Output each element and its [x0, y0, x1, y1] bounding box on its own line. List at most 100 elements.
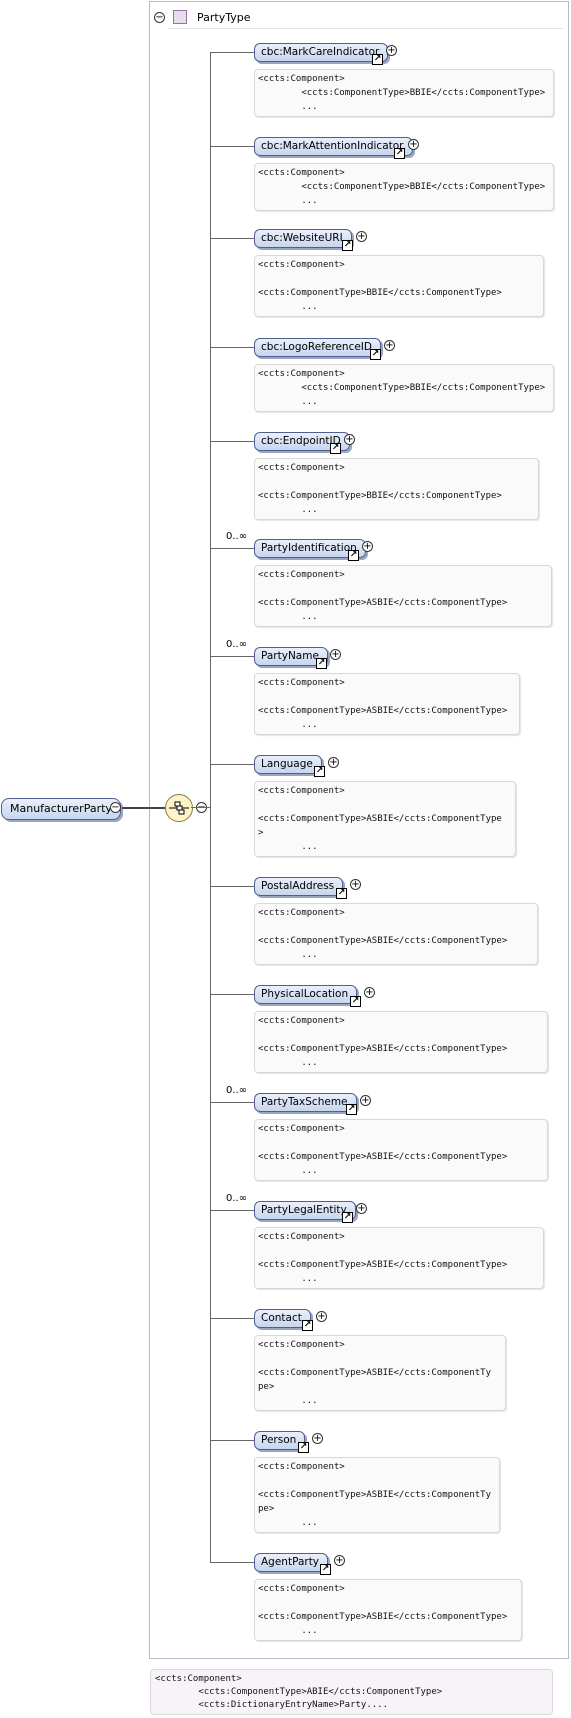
occurrence-label: 0..∞ [226, 531, 248, 542]
type-collapse-button[interactable]: − [154, 11, 165, 23]
element-annotation: <ccts:Component> <ccts:ComponentType>ASB… [254, 903, 538, 965]
annotation-line: ... [258, 842, 318, 852]
annotation-line: <ccts:Component> [258, 1462, 345, 1472]
occurrence-label: 0..∞ [226, 1085, 248, 1096]
annotation-line: ... [258, 302, 318, 312]
annotation-line: ... [258, 1626, 318, 1636]
element-node[interactable]: PartyName [254, 647, 328, 666]
sequence-icon [169, 801, 189, 815]
element-branch [210, 238, 254, 239]
root-collapse-button[interactable]: − [110, 802, 121, 813]
annotation-line: <ccts:ComponentType>BBIE</ccts:Component… [258, 491, 502, 501]
occurrence-label: 0..∞ [226, 639, 248, 650]
annotation-line: <ccts:Component> [258, 168, 345, 178]
expand-button[interactable]: + [316, 1311, 327, 1322]
reference-arrow-icon: ↗ [370, 349, 381, 360]
element-annotation: <ccts:Component> <ccts:ComponentType>BBI… [254, 163, 554, 211]
sequence-compositor-icon[interactable] [165, 794, 193, 822]
expand-button[interactable]: + [364, 987, 375, 998]
element-node[interactable]: Language [254, 755, 322, 774]
element-node[interactable]: cbc:MarkCareIndicator [254, 43, 389, 62]
root-element-node[interactable]: ManufacturerParty [1, 798, 121, 820]
element-node[interactable]: cbc:MarkAttentionIndicator [254, 137, 413, 156]
element-annotation: <ccts:Component> <ccts:ComponentType>ASB… [254, 1335, 506, 1411]
expand-button[interactable]: + [360, 1095, 371, 1106]
element-node[interactable]: PartyIdentification [254, 539, 366, 558]
element-node[interactable]: Contact [254, 1309, 311, 1328]
reference-arrow-icon: ↗ [330, 443, 341, 454]
type-annotation: <ccts:Component> <ccts:ComponentType>ABI… [150, 1669, 553, 1715]
element-node[interactable]: PartyLegalEntity [254, 1201, 356, 1220]
annotation-line: <ccts:Component> [258, 369, 345, 379]
annotation-line: <ccts:ComponentType>BBIE</ccts:Component… [258, 383, 546, 393]
expand-button[interactable]: + [350, 879, 361, 890]
reference-arrow-icon: ↗ [372, 54, 383, 65]
element-node[interactable]: PostalAddress [254, 877, 344, 896]
annotation-line: <ccts:Component> [258, 570, 345, 580]
expand-button[interactable]: + [328, 757, 339, 768]
element-node[interactable]: cbc:LogoReferenceID [254, 338, 381, 357]
reference-arrow-icon: ↗ [342, 240, 353, 251]
element-node[interactable]: PartyTaxScheme [254, 1093, 357, 1112]
annotation-line: ... [258, 505, 318, 515]
element-node[interactable]: AgentParty [254, 1553, 329, 1572]
annotation-line [258, 582, 548, 596]
annotation-line: <ccts:ComponentType>ASBIE</ccts:Componen… [258, 1044, 508, 1054]
element-annotation: <ccts:Component> <ccts:ComponentType>ASB… [254, 1011, 548, 1073]
annotation-line: pe> [258, 1382, 275, 1392]
annotation-line [258, 798, 512, 812]
annotation-line: <ccts:ComponentType>ASBIE</ccts:Componen… [258, 598, 508, 608]
expand-button[interactable]: + [386, 45, 397, 56]
reference-arrow-icon: ↗ [350, 996, 361, 1007]
element-annotation: <ccts:Component> <ccts:ComponentType>ASB… [254, 1119, 548, 1181]
annotation-line [258, 272, 540, 286]
annotation-line: <ccts:Component> [258, 678, 345, 688]
expand-button[interactable]: + [344, 434, 355, 445]
footer-anno-line: <ccts:ComponentType>ABIE</ccts:Component… [155, 1687, 443, 1697]
expand-button[interactable]: + [334, 1555, 345, 1566]
type-header: − PartyType [154, 8, 251, 26]
occurrence-label: 0..∞ [226, 1193, 248, 1204]
element-node[interactable]: Person [254, 1431, 306, 1450]
annotation-line: <ccts:ComponentType>ASBIE</ccts:Componen… [258, 1490, 491, 1500]
annotation-line [258, 690, 516, 704]
annotation-line: ... [258, 1166, 318, 1176]
sequence-trunk [210, 52, 211, 1562]
annotation-line: <ccts:Component> [258, 74, 345, 84]
type-separator [168, 28, 563, 29]
element-branch [210, 1210, 254, 1211]
expand-button[interactable]: + [408, 139, 419, 150]
annotation-line: <ccts:ComponentType>ASBIE</ccts:Componen… [258, 1612, 508, 1622]
reference-arrow-icon: ↗ [298, 1442, 309, 1453]
annotation-line: <ccts:ComponentType>ASBIE</ccts:Componen… [258, 1368, 491, 1378]
element-node[interactable]: PhysicalLocation [254, 985, 358, 1004]
expand-button[interactable]: + [356, 1203, 367, 1214]
annotation-line: ... [258, 102, 318, 112]
annotation-line: <ccts:Component> [258, 1232, 345, 1242]
element-annotation: <ccts:Component> <ccts:ComponentType>BBI… [254, 458, 539, 520]
annotation-line: ... [258, 1058, 318, 1068]
expand-button[interactable]: + [330, 649, 341, 660]
element-branch [210, 347, 254, 348]
annotation-line [258, 1028, 544, 1042]
annotation-line [258, 1352, 502, 1366]
annotation-line: ... [258, 196, 318, 206]
element-branch [210, 994, 254, 995]
element-branch [210, 886, 254, 887]
footer-anno-line: <ccts:DictionaryEntryName>Party.... [155, 1700, 388, 1710]
element-branch [210, 52, 254, 53]
element-branch [210, 548, 254, 549]
expand-button[interactable]: + [356, 231, 367, 242]
annotation-line: <ccts:ComponentType>BBIE</ccts:Component… [258, 182, 546, 192]
element-annotation: <ccts:Component> <ccts:ComponentType>ASB… [254, 673, 520, 735]
expand-button[interactable]: + [312, 1433, 323, 1444]
expand-button[interactable]: + [384, 340, 395, 351]
element-annotation: <ccts:Component> <ccts:ComponentType>ASB… [254, 1579, 522, 1641]
annotation-line: <ccts:Component> [258, 260, 345, 270]
annotation-line [258, 1244, 540, 1258]
annotation-line: ... [258, 1274, 318, 1284]
reference-arrow-icon: ↗ [302, 1320, 313, 1331]
expand-button[interactable]: + [362, 541, 373, 552]
element-node[interactable]: cbc:EndpointID [254, 432, 350, 451]
element-node[interactable]: cbc:WebsiteURI [254, 229, 352, 248]
